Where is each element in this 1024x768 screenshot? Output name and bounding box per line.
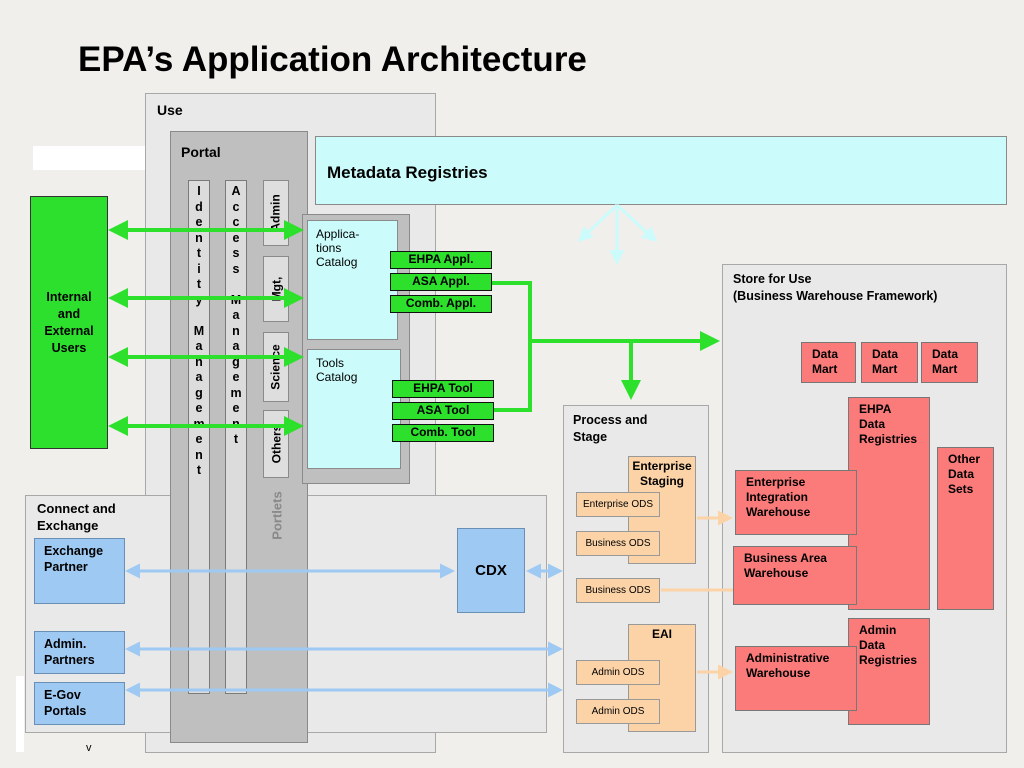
enterprise-integration-warehouse[interactable]: Enterprise Integration Warehouse (735, 470, 857, 535)
tab-mgt[interactable]: Mgt, (263, 256, 289, 322)
access-management-char: e (232, 370, 240, 384)
identity-management-char: y (195, 292, 203, 307)
tab-admin-label: Admin (269, 194, 283, 232)
portal-label: Portal (181, 144, 221, 160)
metadata-registries[interactable]: Metadata Registries (315, 136, 1007, 205)
portlets-label-box: Portlets (263, 485, 291, 545)
identity-management-char: e (195, 215, 203, 229)
access-management-char: A (231, 184, 241, 198)
data-mart-3[interactable]: Data Mart (921, 342, 978, 383)
admin-data-registries[interactable]: Admin Data Registries (848, 618, 930, 725)
access-management-char: n (232, 416, 240, 431)
data-mart-2[interactable]: Data Mart (861, 342, 918, 383)
egov-portals[interactable]: E-Gov Portals (34, 682, 125, 725)
identity-management-char: a (195, 339, 203, 353)
comb-tool-button[interactable]: Comb. Tool (392, 424, 494, 442)
ehpa-tool-button[interactable]: EHPA Tool (392, 380, 494, 398)
identity-management-char: e (195, 432, 203, 446)
eai-label: EAI (651, 627, 672, 641)
enterprise-staging-box: Enterprise Staging (628, 456, 696, 564)
asa-appl-button[interactable]: ASA Appl. (390, 273, 492, 291)
identity-management-char: g (195, 385, 203, 400)
internal-external-users[interactable]: Internal and External Users (30, 196, 108, 449)
access-management-char: c (232, 199, 240, 214)
identity-management-char: a (195, 370, 203, 384)
tab-science[interactable]: Science (263, 332, 289, 402)
access-management-char: s (232, 246, 240, 260)
white-strip-top (33, 146, 145, 170)
admin-partners[interactable]: Admin. Partners (34, 631, 125, 674)
administrative-warehouse[interactable]: Administrative Warehouse (735, 646, 857, 711)
footnote-mark: v (86, 742, 92, 754)
admin-ods-1[interactable]: Admin ODS (576, 660, 660, 685)
access-management-char: M (230, 292, 242, 307)
data-mart-1[interactable]: Data Mart (801, 342, 856, 383)
white-strip-bottom (16, 676, 24, 752)
portlets-label: Portlets (269, 490, 285, 540)
tab-admin[interactable]: Admin (263, 180, 289, 246)
access-management-char: t (233, 432, 239, 446)
ehpa-appl-button[interactable]: EHPA Appl. (390, 251, 492, 269)
identity-management-char: m (193, 416, 205, 431)
access-management-char: c (232, 215, 240, 229)
comb-appl-button[interactable]: Comb. Appl. (390, 295, 492, 313)
business-ods-1[interactable]: Business ODS (576, 531, 660, 556)
identity-management-char: n (195, 354, 203, 369)
business-ods-2[interactable]: Business ODS (576, 578, 660, 603)
tab-science-label: Science (269, 344, 283, 390)
store-for-use-label: Store for Use (Business Warehouse Framew… (733, 272, 938, 303)
tab-others-label: Others (269, 424, 283, 464)
cdx-box[interactable]: CDX (457, 528, 525, 613)
identity-management-char: n (195, 447, 203, 462)
process-stage-label: Process and Stage (573, 413, 648, 444)
identity-management-char: M (193, 323, 205, 338)
connect-exchange-label: Connect and Exchange (37, 501, 116, 533)
use-label: Use (157, 102, 183, 118)
page-title: EPA’s Application Architecture (78, 40, 587, 79)
access-management-char: a (232, 339, 240, 353)
access-management-char: g (232, 354, 240, 369)
access-management-char: a (232, 308, 240, 322)
identity-management-char: e (195, 401, 203, 415)
identity-management-char: n (195, 230, 203, 245)
other-data-sets[interactable]: Other Data Sets (937, 447, 994, 610)
identity-management-char: t (196, 246, 202, 260)
access-management-char: e (232, 401, 240, 415)
identity-management-char: t (196, 463, 202, 477)
access-management-char: e (232, 230, 240, 245)
asa-tool-button[interactable]: ASA Tool (392, 402, 494, 420)
enterprise-staging-label: Enterprise Staging (632, 459, 692, 488)
enterprise-ods[interactable]: Enterprise ODS (576, 492, 660, 517)
applications-catalog[interactable]: Applica- tions Catalog (307, 220, 398, 340)
identity-management-char: d (195, 199, 203, 214)
access-management-char: s (232, 261, 240, 276)
identity-management-char: i (197, 261, 201, 276)
business-area-warehouse[interactable]: Business Area Warehouse (733, 546, 857, 605)
access-management-char: n (232, 323, 240, 338)
exchange-partner[interactable]: Exchange Partner (34, 538, 125, 604)
identity-management-char: I (197, 184, 201, 198)
identity-management-char: t (196, 277, 202, 291)
admin-ods-2[interactable]: Admin ODS (576, 699, 660, 724)
access-management-char: m (230, 385, 242, 400)
tools-catalog[interactable]: Tools Catalog (307, 349, 401, 469)
tab-others[interactable]: Others (263, 410, 289, 478)
ehpa-data-registries[interactable]: EHPA Data Registries (848, 397, 930, 610)
tab-mgt-label: Mgt, (269, 276, 283, 302)
